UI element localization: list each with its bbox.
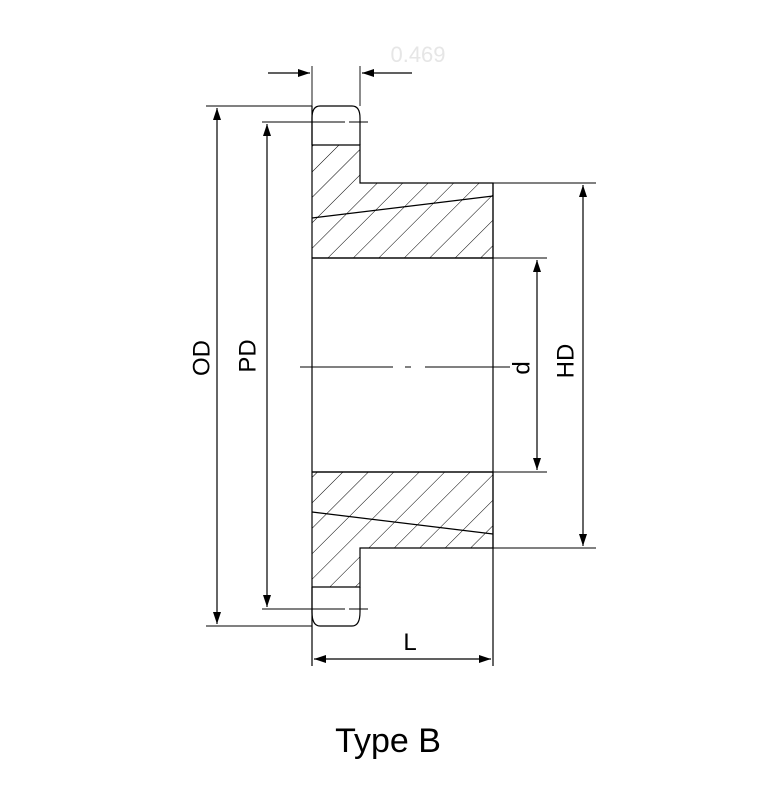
hd-label: HD	[552, 344, 579, 379]
dimension-lines	[213, 69, 587, 663]
pitch-marks	[262, 121, 368, 610]
tooth-bottom	[311, 587, 361, 627]
tooth-top	[311, 105, 361, 145]
d-label: d	[508, 361, 535, 374]
od-label: OD	[188, 340, 215, 376]
section-lower	[311, 471, 494, 588]
body-outline	[311, 106, 494, 666]
extension-lines	[206, 66, 596, 627]
tooth-width-label: 0.469	[390, 42, 445, 67]
pd-label: PD	[234, 339, 261, 372]
section-upper	[311, 144, 494, 259]
diagram-caption: Type B	[335, 722, 441, 760]
l-label: L	[403, 629, 416, 656]
